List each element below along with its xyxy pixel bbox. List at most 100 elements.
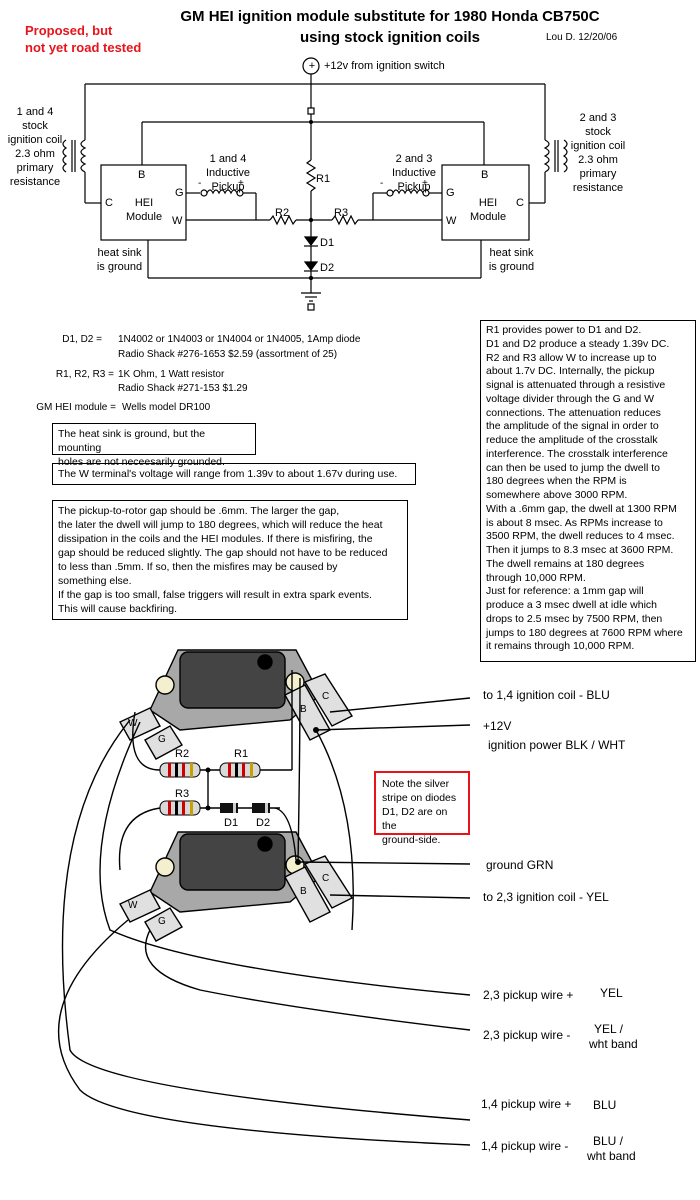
r1-component <box>219 762 261 778</box>
gap-note-box: The pickup-to-rotor gap should be .6mm. … <box>52 500 408 620</box>
parts-d-line1: 1N4002 or 1N4003 or 1N4004 or 1N4005, 1A… <box>118 334 361 345</box>
hei-module-right <box>441 164 530 241</box>
title-line2: using stock ignition coils <box>299 29 480 46</box>
module-right-b: B <box>481 169 489 181</box>
coil-14-primary <box>80 139 87 173</box>
explanation-box: R1 provides power to D1 and D2.D1 and D2… <box>480 320 696 662</box>
status-note-line1: Proposed, but <box>25 23 113 38</box>
heatsink-note-box: The heat sink is ground, but the mountin… <box>52 423 256 468</box>
pickup-23-minus: - <box>380 178 384 189</box>
pickup-14-plus: + <box>238 178 244 189</box>
supply-label: +12v from ignition switch <box>324 60 445 72</box>
term-bottom-b: B <box>300 886 307 897</box>
label-p14minus-b2: wht band <box>587 1149 636 1163</box>
supply-plus-symbol: + <box>308 60 316 72</box>
r3-component <box>159 800 201 816</box>
pickup-14-minus: - <box>198 178 202 189</box>
parts-r-label: R1, R2, R3 = <box>55 369 114 380</box>
r2-label: R2 <box>275 207 290 219</box>
parts-r-line2: Radio Shack #271-153 $1.29 <box>118 383 248 394</box>
status-note-line2: not yet road tested <box>25 40 142 55</box>
r3-resistor <box>331 214 359 226</box>
pickup-23-coil <box>392 189 424 195</box>
label-coil23: to 2,3 ignition coil - YEL <box>483 890 609 904</box>
label-p23plus-a: 2,3 pickup wire + <box>483 988 574 1002</box>
term-top-b: B <box>300 704 307 715</box>
d1-diode <box>303 236 319 246</box>
d1-component <box>220 803 238 813</box>
module-right-c: C <box>516 197 524 209</box>
module-left-w: W <box>172 215 183 227</box>
wire-p23plus <box>99 721 471 996</box>
d2-component <box>252 803 270 813</box>
pickup-23-plus: + <box>422 178 428 189</box>
label-p14plus-a: 1,4 pickup wire + <box>481 1097 572 1111</box>
hei-module-top <box>119 649 354 760</box>
label-p14minus-b1: BLU / <box>593 1134 624 1148</box>
label-p14plus-b: BLU <box>593 1098 617 1112</box>
d2-diode <box>303 261 319 271</box>
r3-label: R3 <box>334 207 349 219</box>
parts-r-line1: 1K Ohm, 1 Watt resistor <box>118 369 225 380</box>
wiring-r3-label: R3 <box>175 788 190 800</box>
wire-p23minus <box>145 929 471 1031</box>
term-bottom-g: G <box>158 916 166 927</box>
d1-label: D1 <box>320 237 335 249</box>
hei-module-left <box>100 164 187 241</box>
wire-ground <box>297 861 471 865</box>
module-left-c: C <box>105 197 113 209</box>
label-p14minus-a: 1,4 pickup wire - <box>481 1139 569 1153</box>
module-right-w: W <box>446 215 457 227</box>
wiring-diagram <box>57 649 471 1146</box>
author-date: Lou D. 12/20/06 <box>546 32 618 43</box>
hei-module-bottom <box>119 831 354 942</box>
wiring-r2-label: R2 <box>175 748 190 760</box>
wire-p14plus <box>61 719 471 1121</box>
parts-d-line2: Radio Shack #276-1653 $2.59 (assortment … <box>118 349 338 360</box>
r1-resistor <box>305 159 317 192</box>
term-top-w: W <box>128 718 138 729</box>
wiring-r1-label: R1 <box>234 748 249 760</box>
parts-m-label: GM HEI module = <box>36 402 116 413</box>
coil-23-primary <box>543 139 550 173</box>
parts-d-label: D1, D2 = <box>62 334 102 345</box>
wire-p14minus <box>57 919 471 1146</box>
wire-coil14 <box>329 697 471 713</box>
label-p23minus-b2: wht band <box>589 1037 638 1051</box>
r1-label: R1 <box>316 173 331 185</box>
label-ground: ground GRN <box>486 858 554 872</box>
r2-component <box>159 762 201 778</box>
term-bottom-c: C <box>322 873 330 884</box>
w-terminal-note-box: The W terminal's voltage will range from… <box>52 463 416 485</box>
d2-label: D2 <box>320 262 335 274</box>
wire-coil23 <box>329 894 471 899</box>
module-left-g: G <box>175 187 184 199</box>
wiring-d2-label: D2 <box>256 817 271 829</box>
term-bottom-w: W <box>128 900 138 911</box>
label-p23minus-b1: YEL / <box>594 1022 623 1036</box>
label-power-1: +12V <box>483 719 512 733</box>
parts-m-line1: Wells model DR100 <box>122 402 211 413</box>
term-top-g: G <box>158 734 166 745</box>
schematic-diagram <box>62 57 568 311</box>
module-right-g: G <box>446 187 455 199</box>
module-left-b: B <box>138 169 146 181</box>
label-p23plus-b: YEL <box>600 986 623 1000</box>
wiring-d1-label: D1 <box>224 817 239 829</box>
label-power-2: ignition power BLK / WHT <box>488 738 626 752</box>
r2-resistor <box>269 214 297 226</box>
label-p23minus-a: 2,3 pickup wire - <box>483 1028 571 1042</box>
label-coil14: to 1,4 ignition coil - BLU <box>483 688 610 702</box>
term-top-c: C <box>322 691 330 702</box>
pickup-14-coil <box>206 189 238 195</box>
wire-power <box>315 724 471 731</box>
